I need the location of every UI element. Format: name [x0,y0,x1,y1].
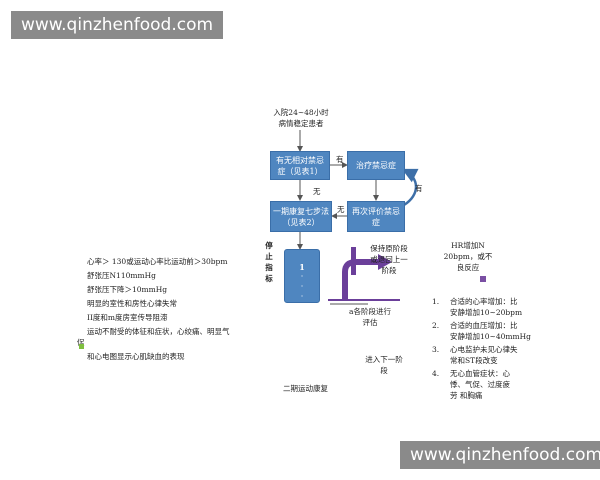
stage-box: 1 · · · [284,249,320,303]
watermark-top: www.qinzhenfood.com [11,11,224,39]
green-marker [79,344,84,349]
next-stage-text: 进入下一阶 段 [365,355,403,375]
criteria-line: 心率＞ 130或运动心率比运动前＞30bpm [87,257,228,266]
progress-criteria-list: 1. 合适的心率增加：比 安静增加10~20bpm 2. 合适的血压增加：比 安… [432,296,542,403]
start-node: 入院24~48小时 病情稳定患者 [266,107,336,129]
label-has-1: 有 [336,155,344,164]
each-stage-evaluate: a各阶段进行 评估 [349,307,391,327]
stop-criteria-list: 心率＞ 130或运动心率比运动前＞30bpm 舒张压N110mmHg 舒张压下降… [77,256,257,362]
criteria-line: 运动不耐受的体征和症状，心绞痛、明显气 [87,327,230,336]
criteria-line: 明显的室性和房性心律失常 [87,299,177,308]
criteria-line: II度和m度房室传导阻滞 [87,313,168,322]
label-none-1: 无 [313,187,321,196]
stage-box-number: 1 [299,262,305,272]
start-line-1: 入院24~48小时 [273,108,329,117]
criteria-item-3: 3. 心电监护未见心律失 常和ST段改变 [432,345,518,365]
keep-stage-text: 保持原阶段 或退回上一 阶段 [370,244,408,275]
box-seven-step-rehab: 一期康复七步法（见表2） [270,201,332,232]
criteria-line: 舒张压N110mmHg [87,271,156,280]
criteria-line: 促 [77,338,85,347]
box-contraindication-check: 有无相对禁忌症（见表1） [270,151,330,180]
criteria-line: 舒张压下降＞10mmHg [87,285,168,294]
stop-indicator-label: 停 止 指 标 [265,241,273,283]
criteria-item-4: 4. 无心血管症状：心 悸、气促、过度疲 劳 和胸痛 [432,369,510,400]
hr-increase-heading: HR增加N 20bpm，或不 良反应 [443,241,493,272]
start-line-2: 病情稳定患者 [278,119,324,128]
purple-bar [351,247,356,275]
criteria-line: 和心电图显示心肌缺血的表现 [87,352,185,361]
label-has-2: 有 [415,184,423,193]
criteria-item-1: 1. 合适的心率增加：比 安静增加10~20bpm [432,297,523,317]
label-none-2: 无 [337,205,345,214]
box-reassess-contraindication: 再次评价禁忌症 [347,201,405,232]
stage2-title: 二期运动康复 [283,384,328,393]
criteria-item-2: 2. 合适的血压增加：比 安静增加10~40mmHg [432,321,531,341]
purple-marker [480,276,486,282]
watermark-bottom: www.qinzhenfood.com [400,441,600,469]
purple-arrowhead [378,254,392,270]
loop-reassess-arrow [401,168,419,207]
box-treat-contraindication: 治疗禁忌症 [347,151,405,180]
